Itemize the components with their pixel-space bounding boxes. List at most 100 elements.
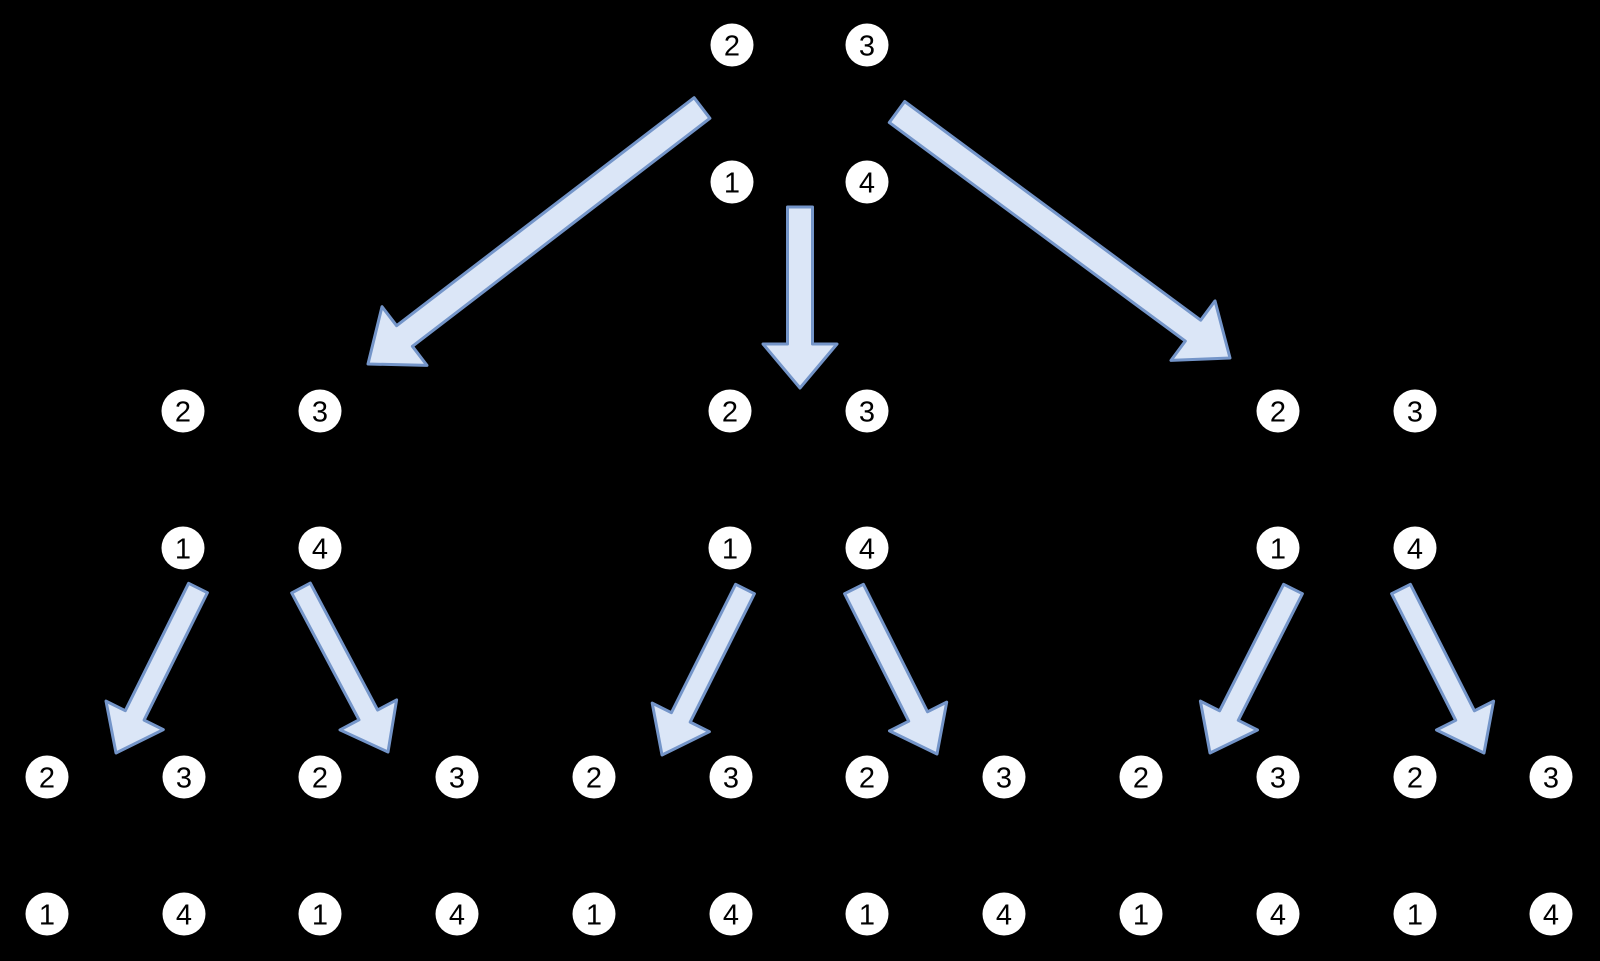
node-digit-bottom-5-3: 3: [1270, 762, 1286, 794]
node-digit-bottom-5-4: 4: [1270, 899, 1286, 931]
flow-arrow-mid-left-to-bottom-1: [104, 581, 209, 755]
node-digit-mid-right-3: 3: [1407, 396, 1423, 428]
node-circle-root-4: [845, 160, 889, 204]
node-circle-mid-right-2: [1256, 389, 1300, 433]
node-circle-mid-left-4: [298, 526, 342, 570]
node-circle-bottom-1-4: [162, 892, 206, 936]
node-digit-bottom-1-1: 1: [39, 899, 55, 931]
flow-arrow-root-to-mid-right: [887, 100, 1232, 362]
node-digit-root-4: 4: [859, 167, 875, 199]
node-group-mid-right: 2 3 1 4: [1256, 389, 1437, 570]
node-group-root: 2 3 1 4: [710, 23, 889, 204]
node-digit-root-1: 1: [724, 167, 740, 199]
node-circle-bottom-6-4: [1529, 892, 1573, 936]
node-digit-mid-center-3: 3: [859, 396, 875, 428]
node-circle-bottom-4-1: [845, 892, 889, 936]
flow-arrow-root-to-mid-center: [761, 205, 839, 390]
node-digit-root-3: 3: [859, 30, 875, 62]
node-circle-bottom-5-1: [1119, 892, 1163, 936]
node-circle-mid-center-1: [708, 526, 752, 570]
node-circle-mid-center-3: [845, 389, 889, 433]
node-circle-bottom-2-3: [435, 755, 479, 799]
node-digit-bottom-6-1: 1: [1407, 899, 1423, 931]
node-circle-bottom-5-3: [1256, 755, 1300, 799]
node-digit-mid-right-1: 1: [1270, 533, 1286, 565]
node-circle-bottom-2-2: [298, 755, 342, 799]
node-circle-mid-center-4: [845, 526, 889, 570]
flow-arrow-mid-right-to-bottom-5: [1198, 582, 1304, 755]
flow-arrow-mid-center-to-bottom-4: [843, 582, 949, 756]
node-digit-bottom-6-4: 4: [1543, 899, 1559, 931]
node-circle-bottom-4-4: [982, 892, 1026, 936]
node-digit-bottom-2-1: 1: [312, 899, 328, 931]
node-group-bottom-4: 2 3 1 4: [845, 755, 1026, 936]
node-digit-mid-left-1: 1: [175, 533, 191, 565]
node-circle-bottom-2-4: [435, 892, 479, 936]
node-digit-mid-left-4: 4: [312, 533, 328, 565]
node-circle-bottom-5-4: [1256, 892, 1300, 936]
node-digit-bottom-4-2: 2: [859, 762, 875, 794]
node-circle-bottom-4-3: [982, 755, 1026, 799]
node-digit-bottom-2-4: 4: [449, 899, 465, 931]
node-group-bottom-1: 2 3 1 4: [25, 755, 206, 936]
node-group-mid-left: 2 3 1 4: [161, 389, 342, 570]
node-digit-mid-center-1: 1: [722, 533, 738, 565]
node-circle-bottom-2-1: [298, 892, 342, 936]
node-group-bottom-5: 2 3 1 4: [1119, 755, 1300, 936]
node-circle-bottom-3-4: [709, 892, 753, 936]
node-group-bottom-2: 2 3 1 4: [298, 755, 479, 936]
node-group-bottom-6: 2 3 1 4: [1393, 755, 1573, 936]
node-digit-mid-right-4: 4: [1407, 533, 1423, 565]
node-digit-bottom-3-1: 1: [586, 899, 602, 931]
node-digit-bottom-2-2: 2: [312, 762, 328, 794]
node-digit-bottom-6-2: 2: [1407, 762, 1423, 794]
node-circle-bottom-6-3: [1529, 755, 1573, 799]
flow-arrow-mid-left-to-bottom-2: [290, 581, 399, 754]
node-digit-mid-right-2: 2: [1270, 396, 1286, 428]
node-digit-bottom-3-2: 2: [586, 762, 602, 794]
node-circle-bottom-1-2: [25, 755, 69, 799]
node-digit-mid-center-4: 4: [859, 533, 875, 565]
flow-arrow-mid-center-to-bottom-3: [650, 582, 756, 757]
node-circle-mid-center-2: [708, 389, 752, 433]
node-circle-root-1: [710, 160, 754, 204]
node-digit-mid-left-2: 2: [175, 396, 191, 428]
node-digit-bottom-6-3: 3: [1543, 762, 1559, 794]
node-digit-bottom-4-1: 1: [859, 899, 875, 931]
node-digit-root-2: 2: [724, 30, 740, 62]
node-digit-bottom-4-4: 4: [996, 899, 1012, 931]
node-circle-root-2: [710, 23, 754, 67]
node-circle-bottom-6-2: [1393, 755, 1437, 799]
node-circle-bottom-3-3: [709, 755, 753, 799]
node-circle-mid-left-2: [161, 389, 205, 433]
node-circle-mid-right-4: [1393, 526, 1437, 570]
node-digit-mid-center-2: 2: [722, 396, 738, 428]
node-group-bottom-3: 2 3 1 4: [572, 755, 753, 936]
node-digit-mid-left-3: 3: [312, 396, 328, 428]
flow-arrow-mid-right-to-bottom-6: [1390, 582, 1496, 755]
node-digit-bottom-4-3: 3: [996, 762, 1012, 794]
node-digit-bottom-3-3: 3: [723, 762, 739, 794]
node-circle-bottom-5-2: [1119, 755, 1163, 799]
node-digit-bottom-1-4: 4: [176, 899, 192, 931]
node-circle-bottom-6-1: [1393, 892, 1437, 936]
node-digit-bottom-1-3: 3: [176, 762, 192, 794]
node-digit-bottom-5-2: 2: [1133, 762, 1149, 794]
node-circle-mid-left-3: [298, 389, 342, 433]
node-circle-mid-left-1: [161, 526, 205, 570]
flow-arrow-root-to-mid-left: [366, 96, 712, 367]
node-circle-mid-right-1: [1256, 526, 1300, 570]
node-digit-bottom-2-3: 3: [449, 762, 465, 794]
node-digit-bottom-5-1: 1: [1133, 899, 1149, 931]
node-circle-mid-right-3: [1393, 389, 1437, 433]
node-group-mid-center: 2 3 1 4: [708, 389, 889, 570]
node-circle-bottom-1-3: [162, 755, 206, 799]
node-digit-bottom-1-2: 2: [39, 762, 55, 794]
node-circle-root-3: [845, 23, 889, 67]
node-digit-bottom-3-4: 4: [723, 899, 739, 931]
node-circle-bottom-1-1: [25, 892, 69, 936]
node-circle-bottom-3-2: [572, 755, 616, 799]
